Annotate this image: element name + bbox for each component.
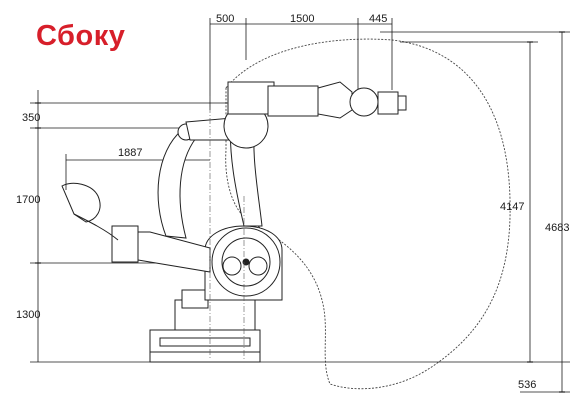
- dim-4147: 4147: [500, 201, 524, 213]
- dimension-ticks: [35, 31, 565, 393]
- dimension-lines: [30, 18, 570, 393]
- dim-1887: 1887: [118, 147, 142, 159]
- center-lines: [209, 96, 245, 360]
- dim-1300: 1300: [16, 309, 40, 321]
- view-title: Сбоку: [36, 20, 126, 52]
- dim-1700: 1700: [16, 194, 40, 206]
- robot-counterbalance: [61, 182, 211, 273]
- dim-350: 350: [22, 112, 40, 124]
- dim-536: 536: [518, 379, 536, 391]
- dim-1500: 1500: [290, 13, 314, 25]
- dim-500: 500: [216, 13, 234, 25]
- dim-445: 445: [369, 13, 387, 25]
- robot-base: [149, 289, 261, 363]
- robot-turret: [204, 225, 283, 301]
- robot-upper-arm: [185, 81, 407, 149]
- dim-4683: 4683: [545, 222, 569, 234]
